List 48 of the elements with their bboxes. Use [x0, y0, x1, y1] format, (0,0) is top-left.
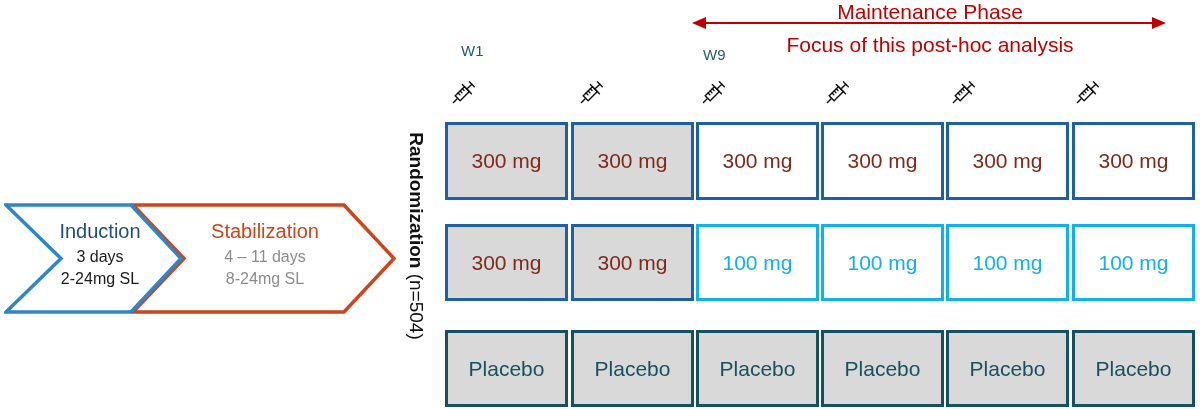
- dose-box: [1072, 122, 1195, 200]
- placebo-box: [571, 330, 694, 407]
- dose-label: 300 mg: [471, 250, 542, 275]
- dose-box: [821, 122, 944, 200]
- dose-label: 100 mg: [847, 250, 918, 275]
- phase-detail: 2-24mg SL: [60, 270, 140, 288]
- placebo-label: Placebo: [719, 356, 796, 381]
- dose-label: 100 mg: [972, 250, 1043, 275]
- dose-label: 300 mg: [597, 149, 668, 173]
- dose-label: 300 mg: [1098, 149, 1169, 173]
- dose-box: [821, 224, 944, 301]
- dose-box: [445, 122, 568, 200]
- dose-label: 100 mg: [722, 250, 793, 275]
- dose-box: [445, 224, 568, 301]
- note-text: Focus of this post-hoc analysis: [786, 33, 1074, 57]
- placebo-box: [445, 330, 568, 407]
- placebo-label: Placebo: [1095, 356, 1172, 381]
- dose-box: [1072, 224, 1195, 301]
- dose-box: [946, 224, 1069, 301]
- phase-title: Stabilization: [211, 220, 319, 243]
- placebo-label: Placebo: [844, 356, 921, 381]
- dose-label: 300 mg: [972, 149, 1043, 173]
- dose-box: [696, 224, 819, 301]
- phase-banner: [4, 203, 184, 314]
- dose-label: 300 mg: [847, 149, 918, 173]
- placebo-label: Placebo: [468, 356, 545, 381]
- placebo-label: Placebo: [594, 356, 671, 381]
- randomization-label: Randomization (n=504): [405, 132, 427, 340]
- dose-box: [946, 122, 1069, 200]
- phase-detail: 8-24mg SL: [225, 270, 305, 288]
- week-label: W1: [461, 42, 484, 59]
- dose-box: [571, 122, 694, 200]
- dose-label: 100 mg: [1098, 250, 1169, 275]
- week-label: W9: [703, 46, 726, 63]
- dose-box: [571, 224, 694, 301]
- placebo-box: [696, 330, 819, 407]
- dose-label: 300 mg: [471, 149, 542, 173]
- phase-label: Maintenance Phase: [837, 0, 1023, 24]
- placebo-box: [946, 330, 1069, 407]
- phase-detail: 4 – 11 days: [224, 248, 306, 266]
- placebo-label: Placebo: [969, 356, 1046, 381]
- dose-label: 300 mg: [722, 149, 793, 173]
- phase-title: Induction: [59, 220, 141, 243]
- placebo-box: [821, 330, 944, 407]
- phase-detail: 3 days: [76, 248, 124, 266]
- dose-label: 300 mg: [597, 250, 668, 275]
- dose-box: [696, 122, 819, 200]
- placebo-box: [1072, 330, 1195, 407]
